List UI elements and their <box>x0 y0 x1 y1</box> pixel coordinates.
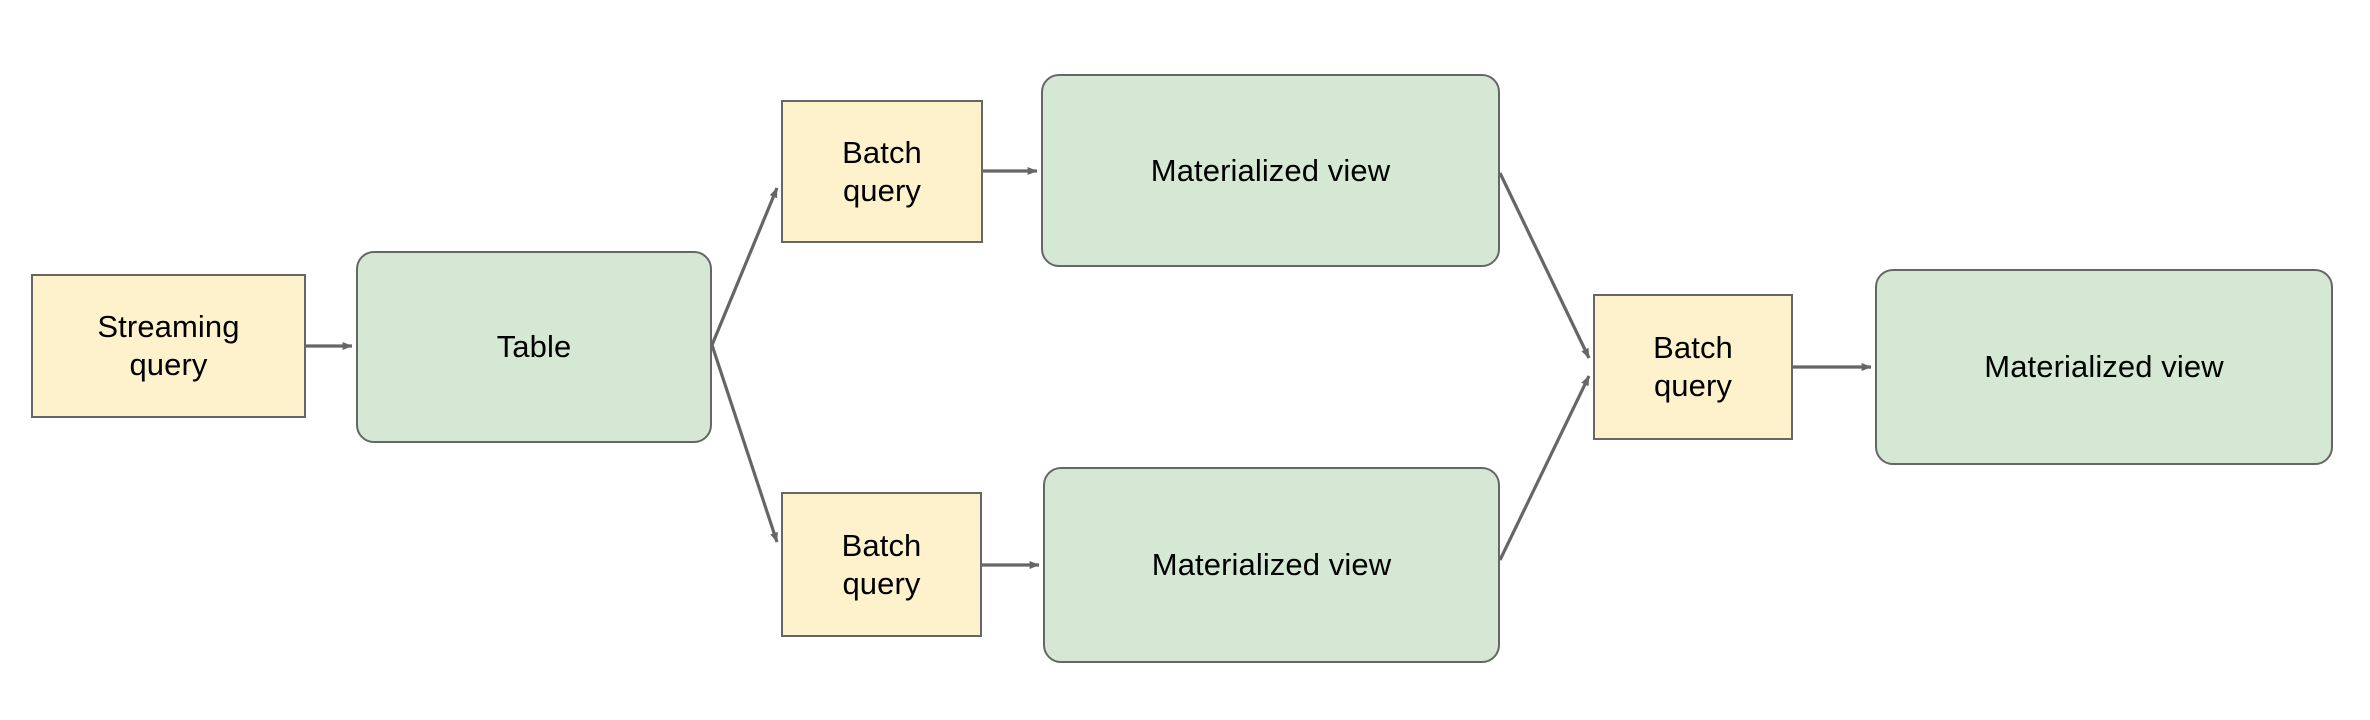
node-streaming-query[interactable]: Streaming query <box>31 274 306 418</box>
node-label-batch-query-top: Batch query <box>842 134 922 208</box>
node-batch-query-bottom[interactable]: Batch query <box>781 492 982 637</box>
node-batch-query-top[interactable]: Batch query <box>781 100 983 243</box>
node-label-batch-query-join: Batch query <box>1653 330 1733 403</box>
node-label-streaming-query: Streaming query <box>97 309 240 382</box>
node-batch-query-join[interactable]: Batch query <box>1593 294 1793 440</box>
edge-mv-top-to-batch-join <box>1498 172 1591 359</box>
node-label-batch-query-bottom: Batch query <box>841 527 922 601</box>
edge-mv-bottom-to-batch-join <box>1498 375 1591 561</box>
edge-table-to-batch-top <box>710 187 779 346</box>
node-label-materialized-view-bottom: Materialized view <box>1151 547 1392 583</box>
node-table[interactable]: Table <box>356 251 712 443</box>
node-materialized-view-bottom[interactable]: Materialized view <box>1043 467 1500 663</box>
node-label-materialized-view-top: Materialized view <box>1150 152 1391 188</box>
node-materialized-view-top[interactable]: Materialized view <box>1041 74 1500 267</box>
edge-table-to-batch-bottom <box>710 344 779 543</box>
node-materialized-view-final[interactable]: Materialized view <box>1875 269 2333 465</box>
node-label-table: Table <box>496 329 572 365</box>
node-label-materialized-view-final: Materialized view <box>1984 349 2224 385</box>
